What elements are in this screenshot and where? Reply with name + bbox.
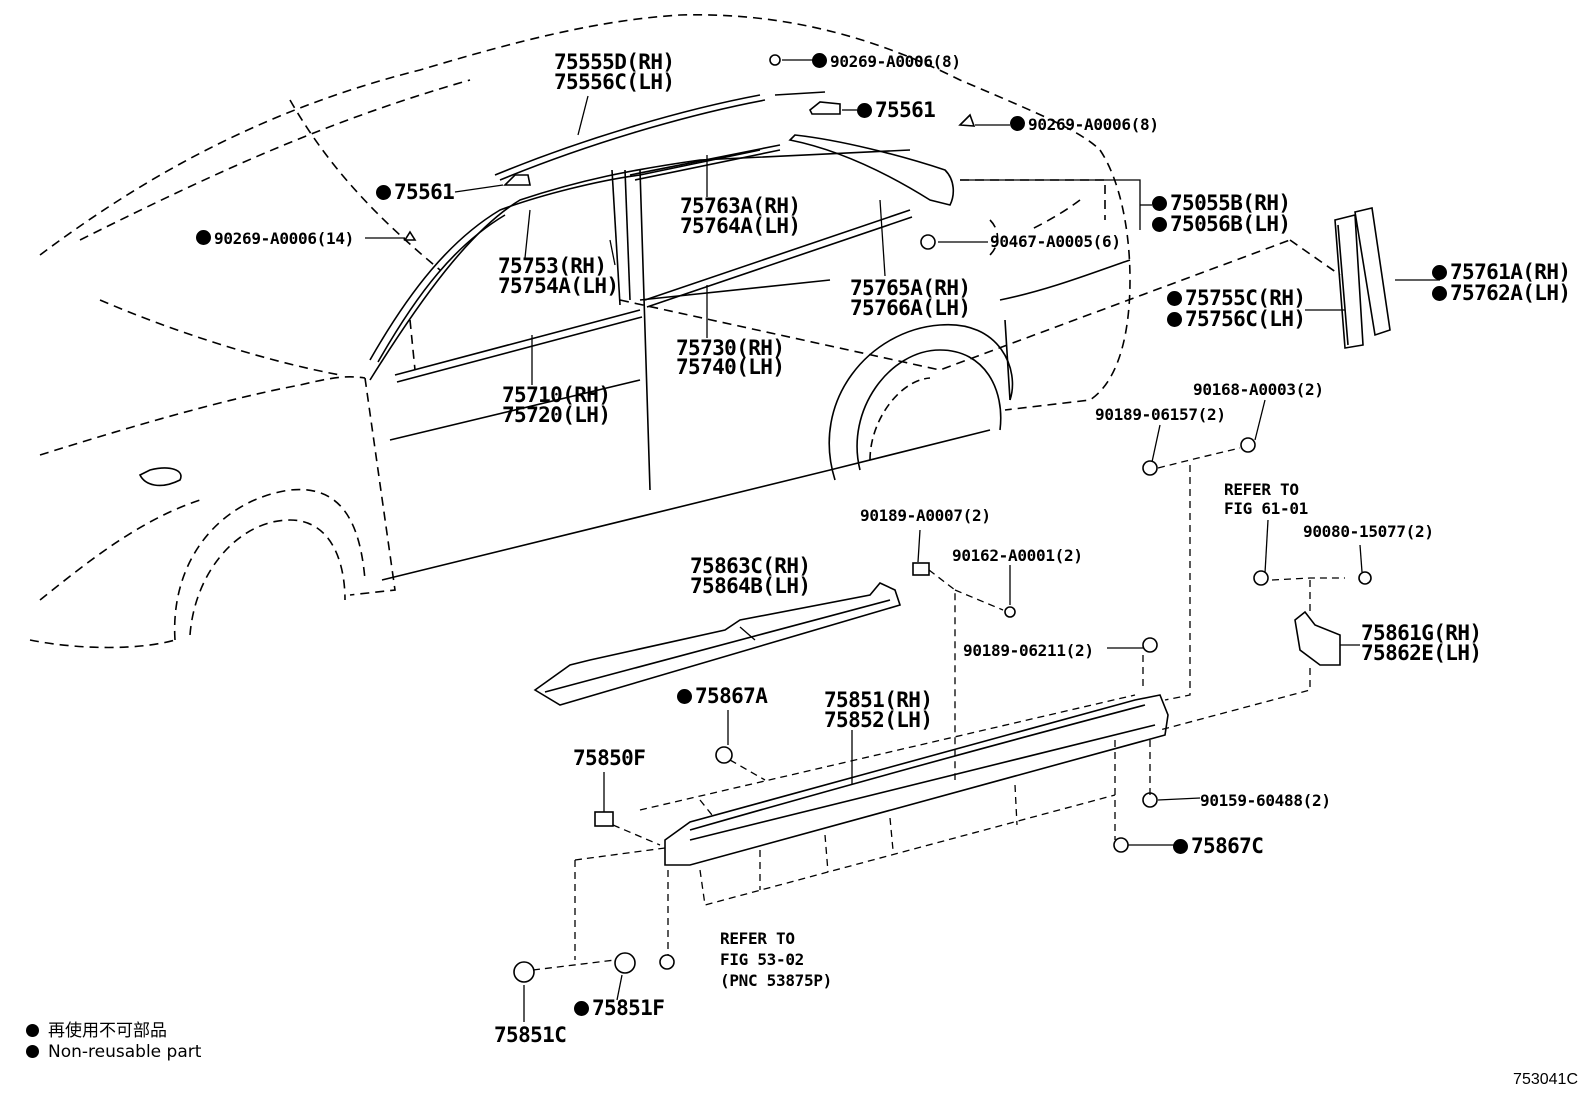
non-reusable-dot-icon (376, 185, 391, 200)
non-reusable-dot-icon (26, 1045, 39, 1058)
label-refer-to-53: REFER TO (720, 929, 795, 948)
label-75740: 75740(LH) (676, 355, 785, 379)
rear-wheel (828, 323, 1014, 481)
label-75862e: 75862E(LH) (1361, 641, 1482, 665)
rocker-panel-lower (664, 694, 1169, 866)
non-reusable-dot-icon (1167, 312, 1182, 327)
label-75753: 75753(RH) (498, 254, 607, 278)
non-reusable-dot-icon (1010, 116, 1025, 131)
label-75720: 75720(LH) (502, 403, 611, 427)
label-fig-53-02: FIG 53-02 (720, 950, 804, 969)
non-reusable-dot-icon (857, 103, 872, 118)
label-75761a: 75761A(RH) (1432, 262, 1571, 283)
non-reusable-dot-icon (1152, 217, 1167, 232)
label-75754a: 75754A(LH) (498, 274, 619, 298)
label-75756c: 75756C(LH) (1167, 309, 1306, 330)
rocker-molding-upper (533, 582, 902, 706)
non-reusable-dot-icon (1152, 196, 1167, 211)
non-reusable-dot-icon (1432, 265, 1447, 280)
label-75765a: 75765A(RH) (850, 276, 971, 300)
label-refer-to-61: REFER TO (1224, 480, 1299, 499)
leader-lines (365, 59, 1440, 1022)
non-reusable-dot-icon (196, 230, 211, 245)
label-75852: 75852(LH) (824, 708, 933, 732)
pillar-garnish (1334, 207, 1391, 349)
label-90189-a0007: 90189-A0007(2) (860, 506, 991, 525)
label-pnc-53875p: (PNC 53875P) (720, 971, 832, 990)
belt-moldings (394, 169, 913, 383)
label-75850f: 75850F (573, 746, 646, 770)
label-90189-06211: 90189-06211(2) (963, 641, 1094, 660)
label-75851: 75851(RH) (824, 688, 933, 712)
legend-en: Non-reusable part (26, 1042, 201, 1062)
label-75851c: 75851C (494, 1023, 567, 1047)
car-body-outline (29, 13, 1341, 649)
label-75762a: 75762A(LH) (1432, 283, 1571, 304)
label-75763a: 75763A(RH) (680, 194, 801, 218)
fasteners (403, 54, 1372, 983)
label-75730: 75730(RH) (676, 336, 785, 360)
label-75867c: 75867C (1173, 836, 1264, 857)
legend-jp: 再使用不可部品 (26, 1016, 167, 1041)
diagram-code: 753041C (1513, 1071, 1578, 1088)
roof-moldings (369, 91, 955, 363)
label-75755c: 75755C(RH) (1167, 288, 1306, 309)
label-75056b: 75056B(LH) (1152, 214, 1291, 235)
label-75851f: 75851F (574, 998, 665, 1019)
non-reusable-dot-icon (574, 1001, 589, 1016)
label-75864b: 75864B(LH) (690, 574, 811, 598)
non-reusable-dot-icon (26, 1024, 39, 1037)
label-90269-a0006-top: 90269-A0006(8) (812, 52, 961, 72)
mud-guard (1294, 610, 1341, 666)
label-90159-60488: 90159-60488(2) (1200, 791, 1331, 810)
label-75055b: 75055B(RH) (1152, 193, 1291, 214)
door-outline (369, 149, 1131, 581)
non-reusable-dot-icon (812, 53, 827, 68)
label-90269-a0006-right: 90269-A0006(8) (1010, 115, 1159, 135)
label-90467-a0005: 90467-A0005(6) (990, 232, 1121, 251)
non-reusable-dot-icon (1173, 839, 1188, 854)
label-75764a: 75764A(LH) (680, 214, 801, 238)
assembly-lines (532, 447, 1345, 971)
label-75710: 75710(RH) (502, 383, 611, 407)
label-90189-06157: 90189-06157(2) (1095, 405, 1226, 424)
label-75867a: 75867A (677, 686, 768, 707)
label-75863c: 75863C(RH) (690, 554, 811, 578)
label-90269-a0006-14: 90269-A0006(14) (196, 229, 354, 249)
label-90080-15077: 90080-15077(2) (1303, 522, 1434, 541)
label-90162-a0001: 90162-A0001(2) (952, 546, 1083, 565)
front-wheel (138, 467, 366, 641)
label-75561-left: 75561 (376, 182, 455, 203)
non-reusable-dot-icon (1432, 286, 1447, 301)
label-fig-61-01: FIG 61-01 (1224, 499, 1308, 518)
label-75561-top: 75561 (857, 100, 936, 121)
label-75766a: 75766A(LH) (850, 296, 971, 320)
non-reusable-dot-icon (677, 689, 692, 704)
label-75861g: 75861G(RH) (1361, 621, 1482, 645)
non-reusable-dot-icon (1167, 291, 1182, 306)
label-75555d: 75555D(RH) (554, 50, 675, 74)
label-90168-a0003: 90168-A0003(2) (1193, 380, 1324, 399)
label-75556c: 75556C(LH) (554, 70, 675, 94)
